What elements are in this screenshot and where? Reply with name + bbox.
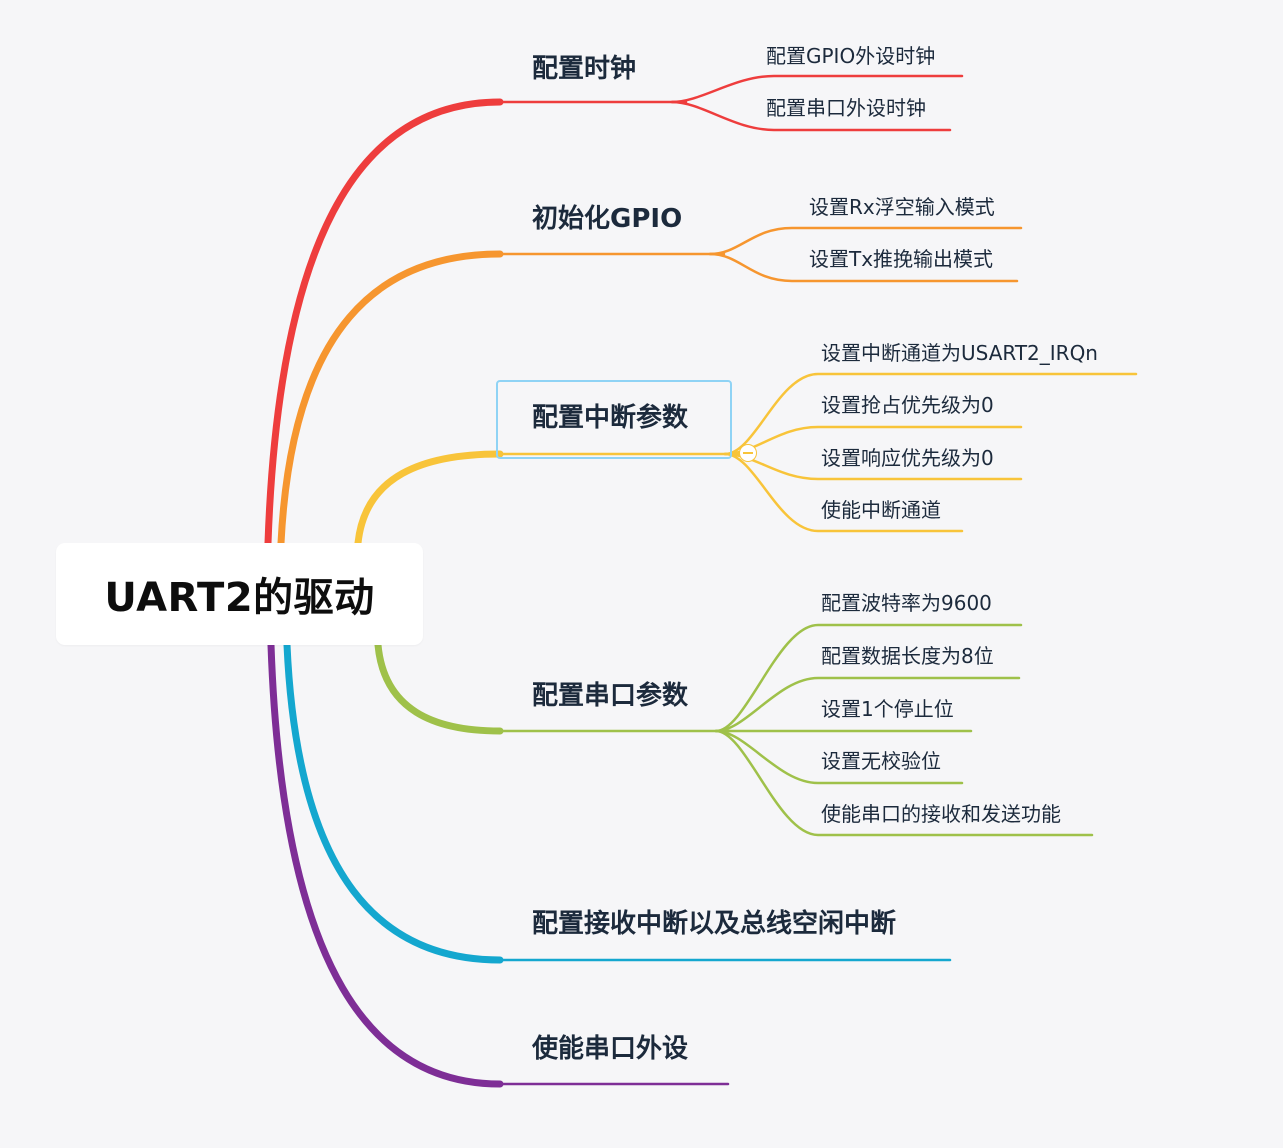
leaf-node[interactable]: 设置Tx推挽输出模式 bbox=[809, 247, 994, 271]
branch-node-rx-idle-interrupt[interactable]: 配置接收中断以及总线空闲中断 bbox=[532, 909, 897, 939]
leaf-node[interactable]: 设置无校验位 bbox=[821, 749, 941, 773]
branch-curve bbox=[267, 641, 504, 1088]
minus-circle-icon[interactable] bbox=[739, 444, 757, 462]
branch-curve bbox=[277, 250, 504, 547]
leaf-node[interactable]: 设置中断通道为USART2_IRQn bbox=[821, 341, 1098, 365]
leaf-node[interactable]: 配置数据长度为8位 bbox=[821, 644, 994, 668]
branch-curve bbox=[283, 641, 504, 964]
root-label: UART2的驱动 bbox=[104, 575, 375, 621]
branch-curve bbox=[264, 98, 504, 547]
selection-box bbox=[496, 380, 732, 459]
leaf-connector bbox=[714, 729, 964, 785]
leaf-node[interactable]: 配置波特率为9600 bbox=[821, 591, 992, 615]
leaf-connector bbox=[723, 425, 1023, 456]
branch-node-enable-uart[interactable]: 使能串口外设 bbox=[532, 1034, 689, 1064]
leaf-node[interactable]: 设置响应优先级为0 bbox=[821, 446, 994, 470]
leaf-connector bbox=[714, 729, 1094, 837]
leaf-node[interactable]: 配置串口外设时钟 bbox=[766, 96, 926, 120]
branch-node-serial-params[interactable]: 配置串口参数 bbox=[532, 681, 689, 711]
leaf-node[interactable]: 使能串口的接收和发送功能 bbox=[821, 802, 1061, 826]
branch-curve bbox=[374, 641, 504, 735]
leaf-node[interactable]: 设置Rx浮空输入模式 bbox=[809, 195, 995, 219]
leaf-node[interactable]: 设置1个停止位 bbox=[821, 697, 954, 721]
leaf-node[interactable]: 配置GPIO外设时钟 bbox=[766, 44, 936, 68]
leaf-connector bbox=[723, 372, 1138, 456]
leaf-connector bbox=[670, 100, 952, 132]
leaf-connector bbox=[708, 252, 1019, 283]
leaf-node[interactable]: 使能中断通道 bbox=[821, 498, 941, 522]
root-node[interactable]: UART2的驱动 bbox=[56, 543, 423, 645]
leaf-node[interactable]: 设置抢占优先级为0 bbox=[821, 393, 994, 417]
leaf-connector bbox=[714, 676, 1021, 733]
leaf-connector bbox=[723, 452, 1023, 481]
leaf-connector bbox=[723, 452, 964, 533]
branch-node-clock[interactable]: 配置时钟 bbox=[532, 54, 637, 84]
branch-node-gpio[interactable]: 初始化GPIO bbox=[532, 204, 683, 234]
leaf-connector bbox=[708, 226, 1023, 256]
branch-curve bbox=[354, 450, 504, 547]
leaf-connector bbox=[670, 74, 964, 104]
leaf-connector bbox=[714, 623, 1023, 733]
branch-node-interrupt[interactable]: 配置中断参数 bbox=[532, 403, 689, 433]
